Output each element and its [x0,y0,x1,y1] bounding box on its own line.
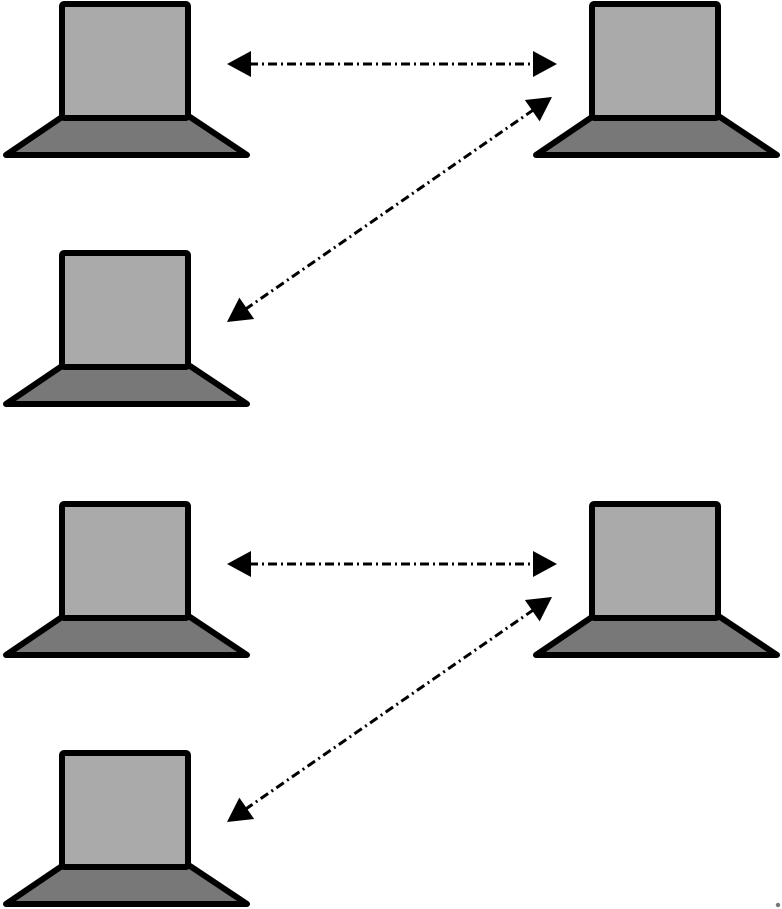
network-group [3,1,780,407]
arrowhead-icon [533,551,557,577]
arrowhead-icon [227,297,255,322]
laptop-icon [3,1,250,158]
bidirectional-link [227,551,557,577]
laptop-screen [59,501,191,621]
laptop-icon [533,1,780,158]
arrowhead-icon [524,597,552,622]
laptop-icon [3,750,250,907]
arrowhead-icon [227,551,251,577]
laptop-icon [3,501,250,658]
stray-dot [775,902,781,908]
bidirectional-link [227,51,557,77]
network-group [3,501,780,907]
connector-line [244,108,535,311]
laptop-icon [3,250,250,407]
bidirectional-link [227,597,552,822]
laptop-screen [59,1,191,121]
connector-line [244,608,535,811]
laptop-screen [589,501,721,621]
bidirectional-link [227,97,552,322]
arrowhead-icon [533,51,557,77]
laptop-screen [59,250,191,370]
arrowhead-icon [524,97,552,122]
arrowhead-icon [227,51,251,77]
laptop-screen [589,1,721,121]
arrowhead-icon [227,797,255,822]
laptop-icon [533,501,780,658]
laptop-screen [59,750,191,870]
